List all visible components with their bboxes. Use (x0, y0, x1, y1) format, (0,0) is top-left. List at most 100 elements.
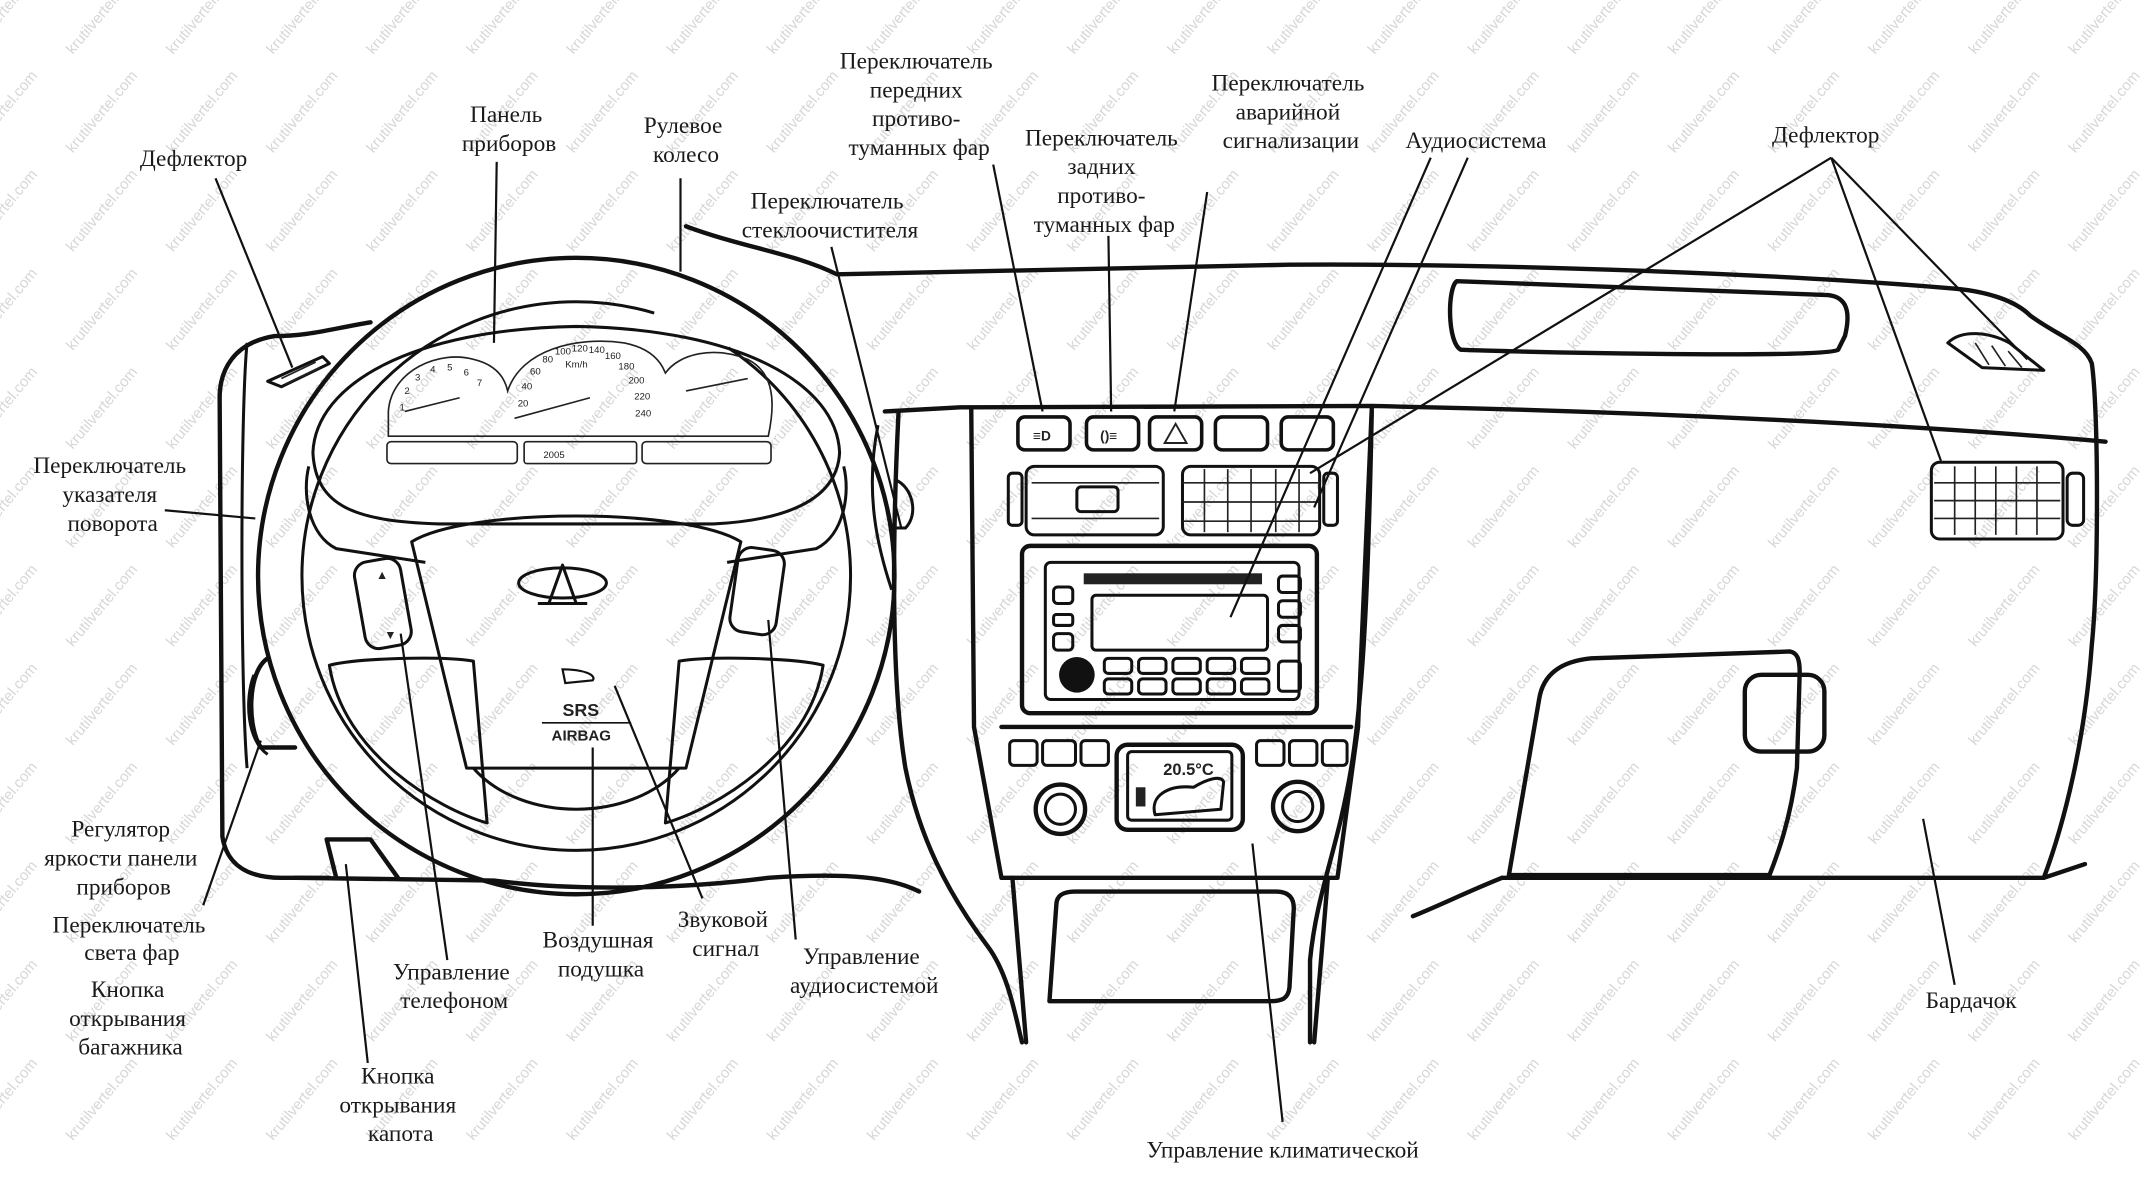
audio-head-unit (1019, 543, 1320, 716)
watermark-text: krutilvertel.com (363, 0, 441, 57)
watermark-text: krutilvertel.com (864, 1055, 942, 1144)
watermark-text: krutilvertel.com (1465, 561, 1543, 650)
watermark-text: krutilvertel.com (463, 858, 541, 947)
hazard-icon (1162, 421, 1189, 444)
airbag-text: AIRBAG (552, 728, 611, 745)
watermark-text: krutilvertel.com (1765, 956, 1843, 1045)
watermark-text: krutilvertel.com (564, 68, 642, 157)
watermark-text: krutilvertel.com (1365, 463, 1443, 552)
watermark-text: krutilvertel.com (664, 956, 742, 1045)
watermark-text: krutilvertel.com (564, 1055, 642, 1144)
watermark-text: krutilvertel.com (1665, 759, 1743, 848)
watermark-text: krutilvertel.com (1365, 1055, 1443, 1144)
watermark-text: krutilvertel.com (564, 463, 642, 552)
watermark-text: krutilvertel.com (63, 660, 141, 749)
watermark-text: krutilvertel.com (764, 0, 842, 57)
headlight-switch-knob[interactable] (247, 674, 269, 756)
watermark-text: krutilvertel.com (0, 68, 41, 157)
phone-control-buttons[interactable] (352, 556, 413, 651)
climate-temperature: 20.5°C (1163, 761, 1214, 779)
label-rear-fog-switch: Переключатель задних противо- туманных ф… (1025, 125, 1184, 237)
audio-preset-buttons[interactable] (1102, 656, 1271, 696)
glovebox (1506, 649, 1827, 878)
blank-button-1[interactable] (1213, 415, 1270, 452)
tachometer-tick-label: 6 (464, 367, 469, 378)
hood-release-lever[interactable] (324, 837, 401, 880)
temperature-knob-right[interactable] (1270, 779, 1325, 834)
audio-control-buttons[interactable] (728, 546, 786, 637)
label-turn-signal-switch: Переключатель указателя поворота (33, 453, 192, 537)
watermark-text: krutilvertel.com (664, 1055, 742, 1144)
watermark-text: krutilvertel.com (1765, 166, 1843, 255)
watermark-text: krutilvertel.com (764, 265, 842, 354)
watermark-text: krutilvertel.com (764, 68, 842, 157)
watermark-text: krutilvertel.com (664, 364, 742, 453)
watermark-text: krutilvertel.com (1565, 956, 1643, 1045)
watermark-text: krutilvertel.com (1264, 759, 1342, 848)
front-fog-button[interactable] (1016, 415, 1072, 452)
watermark-text: krutilvertel.com (964, 1055, 1042, 1144)
watermark-text: krutilvertel.com (1164, 0, 1242, 57)
temperature-knob-left[interactable] (1033, 782, 1088, 837)
glovebox-handle (1742, 672, 1827, 754)
blank-button-2[interactable] (1279, 415, 1336, 452)
watermark-text: krutilvertel.com (1565, 0, 1643, 57)
watermark-text: krutilvertel.com (1565, 759, 1643, 848)
watermark-text: krutilvertel.com (1565, 68, 1643, 157)
watermark-text: krutilvertel.com (1565, 166, 1643, 255)
watermark-text: krutilvertel.com (463, 463, 541, 552)
label-hazard-switch: Переключатель аварийной сигнализации (1211, 71, 1370, 155)
hazard-button[interactable] (1147, 415, 1204, 452)
watermark-text: krutilvertel.com (263, 759, 341, 848)
watermark-text: krutilvertel.com (1665, 265, 1743, 354)
watermark-text: krutilvertel.com (1665, 561, 1743, 650)
watermark-text: krutilvertel.com (0, 265, 41, 354)
watermark-text: krutilvertel.com (1064, 265, 1142, 354)
watermark-text: krutilvertel.com (1765, 1055, 1843, 1144)
audio-volume-knob[interactable] (1059, 656, 1095, 693)
watermark-text: krutilvertel.com (1965, 68, 2043, 157)
watermark-text: krutilvertel.com (1164, 463, 1242, 552)
watermark-text: krutilvertel.com (864, 561, 942, 650)
watermark-text: krutilvertel.com (1665, 660, 1743, 749)
label-audio-control: Управление аудиосистемой (790, 944, 938, 999)
watermark-text: krutilvertel.com (1064, 759, 1142, 848)
audio-side-buttons[interactable] (1052, 574, 1302, 693)
watermark-text: krutilvertel.com (1865, 166, 1943, 255)
watermark-text: krutilvertel.com (1264, 166, 1342, 255)
watermark-text: krutilvertel.com (463, 0, 541, 57)
watermark-text: krutilvertel.com (1264, 0, 1342, 57)
rear-fog-button[interactable] (1084, 415, 1141, 452)
watermark-text: krutilvertel.com (1965, 364, 2043, 453)
watermark-text: krutilvertel.com (63, 561, 141, 650)
watermark-text: krutilvertel.com (263, 265, 341, 354)
watermark-text: krutilvertel.com (1465, 463, 1543, 552)
speedometer-tick-label: 80 (542, 355, 553, 366)
watermark-text: krutilvertel.com (1365, 0, 1443, 57)
watermark-text: krutilvertel.com (1665, 166, 1743, 255)
audio-display (1090, 593, 1270, 652)
watermark-text: krutilvertel.com (0, 364, 41, 453)
watermark-text: krutilvertel.com (1565, 660, 1643, 749)
storage-pocket (1010, 875, 1331, 1045)
tachometer-tick-label: 1 (400, 402, 405, 413)
watermark-text: krutilvertel.com (2065, 759, 2143, 848)
watermark-text: krutilvertel.com (263, 858, 341, 947)
svg-text:▲: ▲ (376, 568, 388, 582)
watermark-text: krutilvertel.com (0, 956, 41, 1045)
watermark-text: krutilvertel.com (1565, 858, 1643, 947)
label-glovebox: Бардачок (1926, 988, 2018, 1014)
watermark-text: krutilvertel.com (363, 166, 441, 255)
center-left-vent (1024, 464, 1165, 537)
watermark-text: krutilvertel.com (1565, 364, 1643, 453)
speedometer-tick-label: 200 (628, 375, 644, 386)
watermark-text: krutilvertel.com (1064, 858, 1142, 947)
watermark-text: krutilvertel.com (463, 1055, 541, 1144)
watermark-text: krutilvertel.com (63, 1055, 141, 1144)
watermark-text: krutilvertel.com (1365, 956, 1443, 1045)
tachometer-tick-label: 3 (415, 373, 420, 384)
watermark-text: krutilvertel.com (864, 858, 942, 947)
odometer-display (523, 440, 638, 465)
watermark-text: krutilvertel.com (764, 561, 842, 650)
watermark-text: krutilvertel.com (0, 858, 41, 947)
